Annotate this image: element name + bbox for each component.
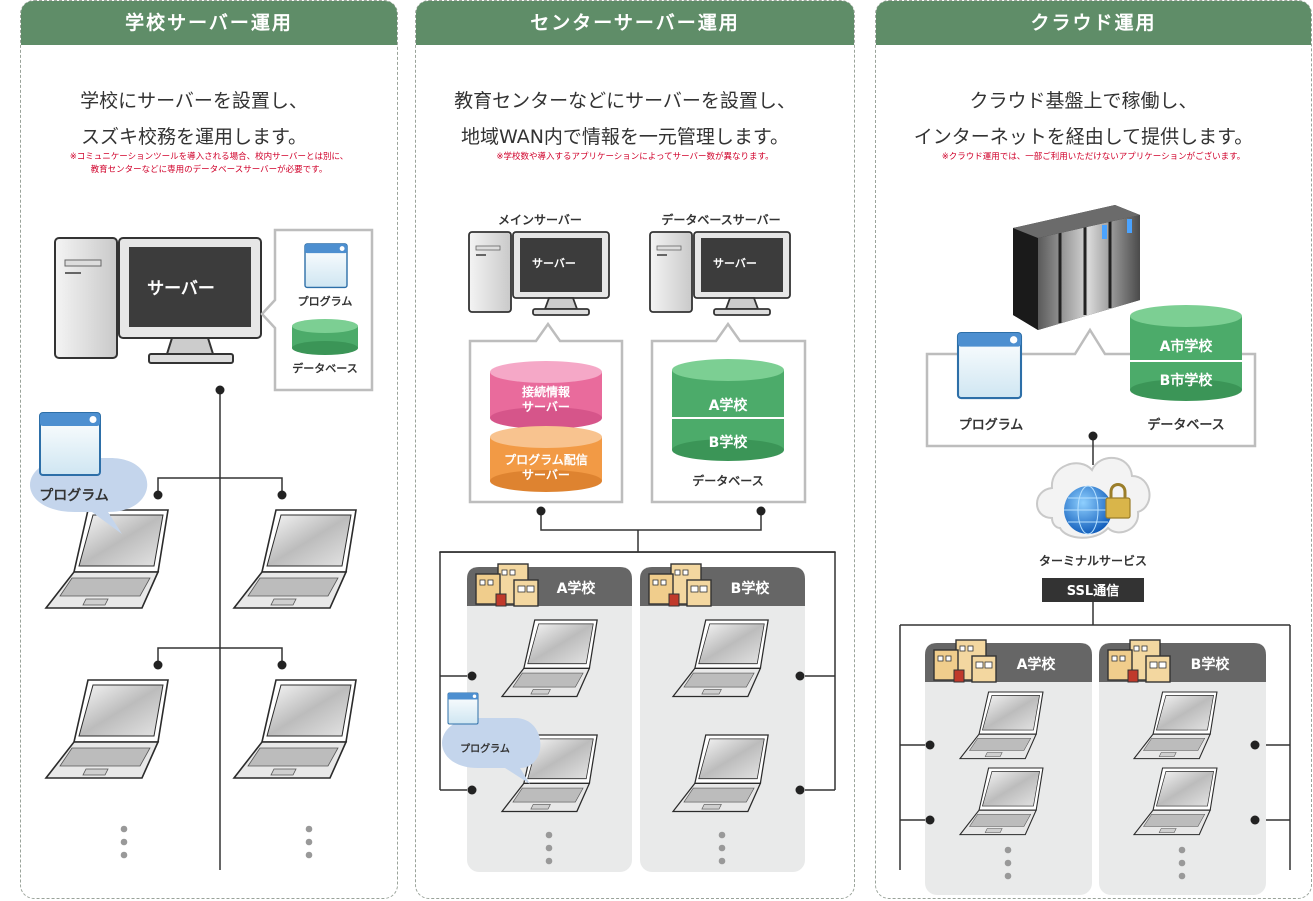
school-a-label: A学校 <box>557 580 597 597</box>
laptop-icon <box>233 679 357 779</box>
laptop-icon <box>45 679 169 779</box>
server-screen-label: サーバー <box>532 257 576 270</box>
cloud-diagram <box>899 205 1291 895</box>
center-server-diagram <box>439 231 836 872</box>
panel-note: ※コミュニケーションツールを導入される場合、校内サーバーとは別に、 教育センター… <box>69 152 349 175</box>
more-dots-icon <box>305 825 313 859</box>
distribution-db-label-2: サーバー <box>522 468 570 482</box>
panel-school-server: 学校サーバー運用 学校にサーバーを設置し、 スズキ校務を運用します。 ※コミュニ… <box>20 0 398 899</box>
panel-title: センターサーバー運用 <box>416 1 854 45</box>
bubble-label: プログラム <box>39 487 109 504</box>
program-window-icon <box>956 331 1023 400</box>
connection-db-label-2: サーバー <box>522 400 570 414</box>
bubble-label: プログラム <box>460 742 510 755</box>
program-label: プログラム <box>298 294 353 308</box>
more-dots-icon <box>1004 846 1012 880</box>
database-server-icon <box>649 231 791 316</box>
program-window-icon <box>39 412 101 476</box>
server-screen-label: サーバー <box>713 257 757 270</box>
more-dots-icon <box>545 831 553 865</box>
connection-db-label-1: 接続情報 <box>522 384 571 399</box>
db-school-a-label: A学校 <box>709 397 749 414</box>
panel-note: ※クラウド運用では、一部ご利用いただけないアプリケーションがございます。 <box>941 152 1246 162</box>
school-b-label: B学校 <box>731 580 771 597</box>
school-b-box <box>640 567 805 872</box>
program-bubble <box>30 458 148 534</box>
lock-icon <box>1105 483 1131 519</box>
ssl-badge <box>1042 578 1144 602</box>
database-label: データベース <box>692 473 763 488</box>
connection-db-icon <box>490 361 602 429</box>
more-dots-icon <box>1178 846 1186 880</box>
db-city-b-label: B市学校 <box>1160 372 1214 389</box>
program-label: プログラム <box>959 417 1024 433</box>
panel-note: ※学校数や導入するアプリケーションによってサーバー数が異なります。 <box>496 152 774 162</box>
database-label: データベース <box>1147 417 1224 433</box>
panel-lead: 教育センターなどにサーバーを設置し、 地域WAN内で情報を一元管理します。 <box>454 90 796 148</box>
panel-title: クラウド運用 <box>876 1 1311 45</box>
program-bubble <box>442 718 541 784</box>
main-server-icon <box>468 231 610 316</box>
cloud-server-rack-icon <box>1013 205 1140 330</box>
globe-icon <box>1064 485 1112 535</box>
school-db-icon <box>672 359 784 461</box>
more-dots-icon <box>718 831 726 865</box>
distribution-db-label-1: プログラム配信 <box>504 452 588 467</box>
panel-cloud: クラウド運用 クラウド基盤上で稼働し、 インターネットを経由して提供します。 ※… <box>875 0 1312 899</box>
terminal-service-label: ターミナルサービス <box>1039 553 1147 568</box>
laptop-icon <box>45 509 169 609</box>
db-city-a-label: A市学校 <box>1160 338 1214 355</box>
db-server-title: データベースサーバー <box>661 212 780 227</box>
database-label: データベース <box>292 361 357 375</box>
school-a-label: A学校 <box>1017 656 1057 673</box>
ssl-label: SSL通信 <box>1067 583 1119 599</box>
program-window-icon <box>447 692 479 725</box>
panel-title: 学校サーバー運用 <box>21 1 397 45</box>
panel-lead: 学校にサーバーを設置し、 スズキ校務を運用します。 <box>80 90 308 148</box>
panel-center-server: センターサーバー運用 教育センターなどにサーバーを設置し、 地域WAN内で情報を… <box>415 0 855 899</box>
school-server-diagram <box>30 228 374 870</box>
main-server-title: メインサーバー <box>498 213 582 227</box>
panel-lead: クラウド基盤上で稼働し、 インターネットを経由して提供します。 <box>913 90 1254 148</box>
database-icon <box>292 319 358 355</box>
more-dots-icon <box>120 825 128 859</box>
cloud-db-icon <box>1130 305 1242 401</box>
db-school-b-label: B学校 <box>709 434 749 451</box>
program-window-icon <box>304 243 348 289</box>
laptop-icon <box>233 509 357 609</box>
server-computer-icon <box>54 237 262 364</box>
distribution-db-icon <box>490 426 602 492</box>
school-b-label: B学校 <box>1191 656 1231 673</box>
server-screen-label: サーバー <box>147 279 215 299</box>
